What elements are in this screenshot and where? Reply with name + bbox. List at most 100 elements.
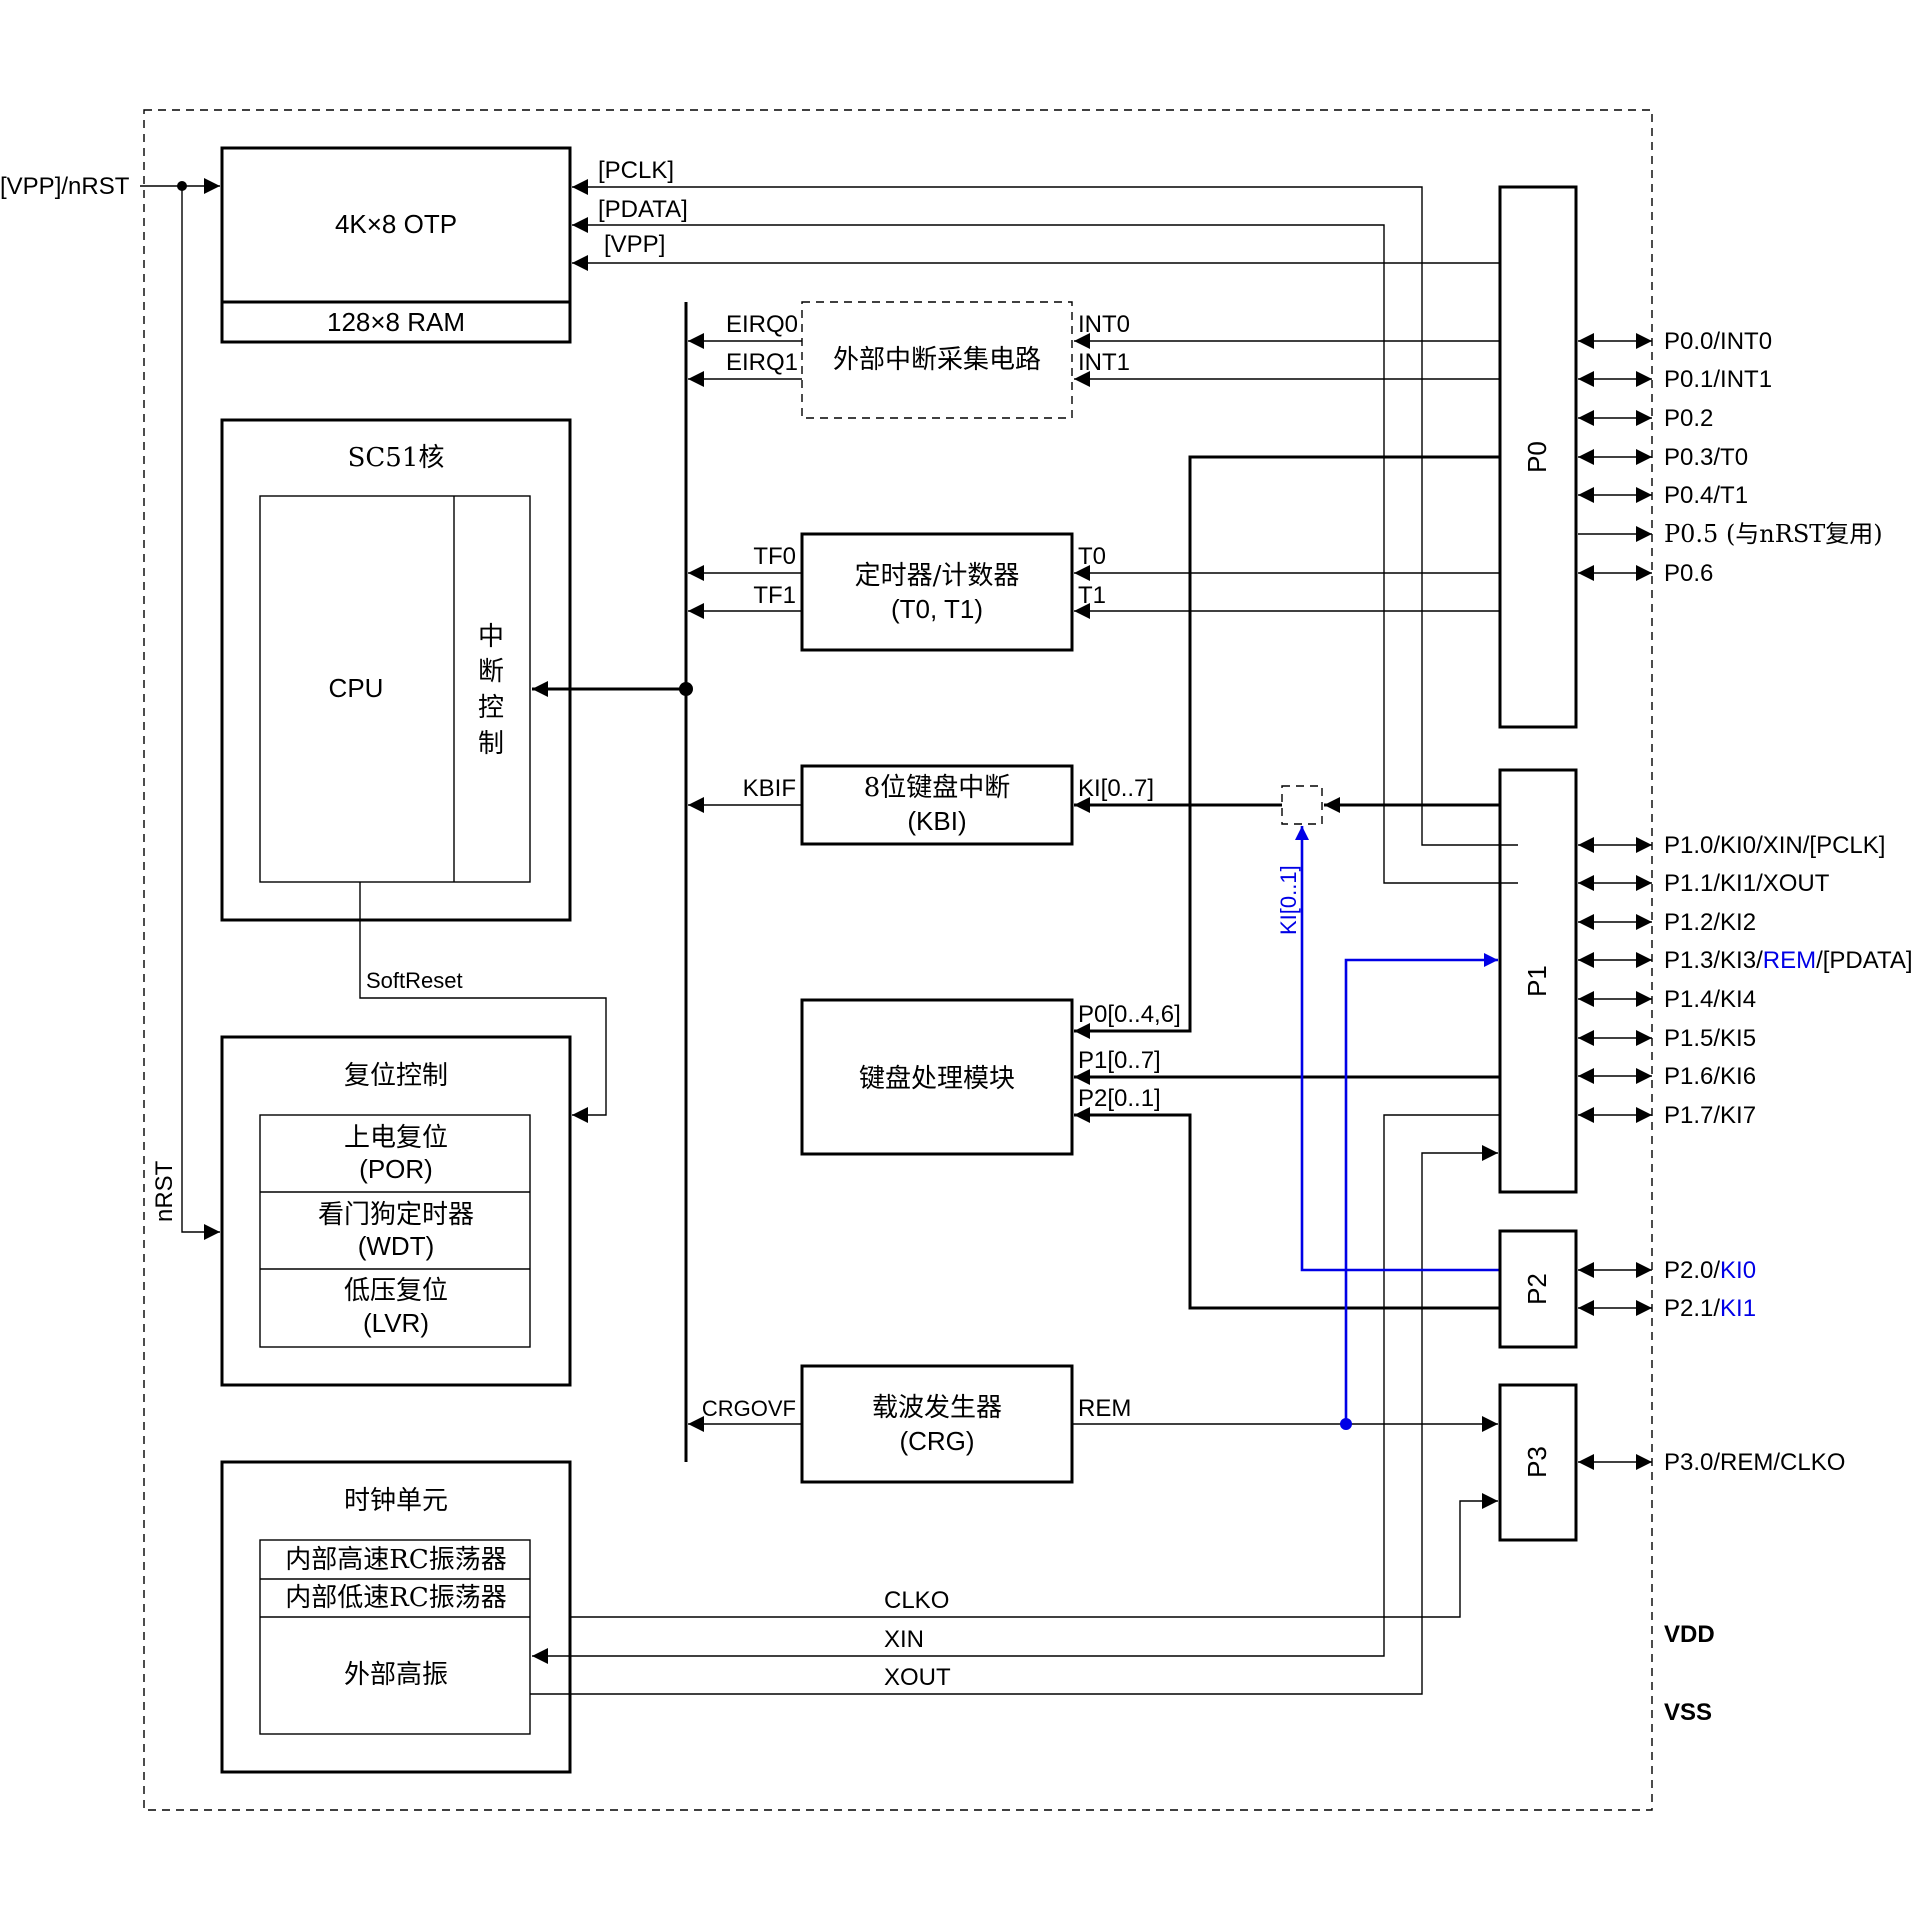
pin-p20: P2.0/KI0 xyxy=(1664,1257,1756,1284)
softreset-label: SoftReset xyxy=(366,968,463,993)
pin-p05: P0.5 (与nRST复用) xyxy=(1664,520,1883,548)
pdata-label: [PDATA] xyxy=(598,196,688,223)
port-p0: P0 xyxy=(1498,185,1578,729)
pin-p06: P0.6 xyxy=(1664,560,1713,587)
core-title: SC51核 xyxy=(348,443,445,473)
nrst-label: nRST xyxy=(151,1160,178,1222)
kbd-title: 键盘处理模块 xyxy=(859,1064,1015,1094)
port-p3: P3 xyxy=(1498,1383,1578,1542)
ext-int-block: 外部中断采集电路 xyxy=(801,301,1073,419)
crg-title: 载波发生器 xyxy=(872,1393,1002,1423)
ext-int-title: 外部中断采集电路 xyxy=(833,345,1041,375)
tf0-label: TF0 xyxy=(753,543,796,570)
pin-p04: P0.4/T1 xyxy=(1664,482,1748,509)
int0-label: INT0 xyxy=(1078,311,1130,338)
bus-junction-dot xyxy=(679,682,693,696)
t1-label: T1 xyxy=(1078,582,1106,609)
pin-p13: P1.3/KI3/REM/[PDATA] xyxy=(1664,947,1913,974)
kbd-p0-label: P0[0..4,6] xyxy=(1078,1001,1181,1028)
ext-osc-label: 外部高振 xyxy=(344,1660,448,1690)
kbif-label: KBIF xyxy=(743,775,796,802)
p2-p3-pins: P2.0/KI0 P2.1/KI1 P3.0/REM/CLKO xyxy=(1578,1257,1845,1476)
ki-mux xyxy=(1281,785,1323,825)
reset-title: 复位控制 xyxy=(344,1061,448,1091)
lvr-abbr: (LVR) xyxy=(363,1308,429,1338)
xin-label: XIN xyxy=(884,1626,924,1653)
vpp-nrst-input-label: [VPP]/nRST xyxy=(0,173,130,200)
nrst-line xyxy=(181,186,220,1240)
vdd-label: VDD xyxy=(1664,1621,1715,1648)
kbi-title: 8位键盘中断 xyxy=(864,773,1011,803)
vss-label: VSS xyxy=(1664,1699,1712,1726)
wdt-abbr: (WDT) xyxy=(358,1231,435,1261)
ki01-line xyxy=(1295,826,1500,1272)
pin-p16: P1.6/KI6 xyxy=(1664,1063,1756,1090)
cpu-label: CPU xyxy=(329,673,384,703)
pin-p14: P1.4/KI4 xyxy=(1664,986,1756,1013)
crg-sub: (CRG) xyxy=(899,1426,974,1456)
kbd-p1-label: P1[0..7] xyxy=(1078,1047,1161,1074)
vpp-label: [VPP] xyxy=(604,231,665,258)
pin-p10: P1.0/KI0/XIN/[PCLK] xyxy=(1664,832,1885,859)
pin-p03: P0.3/T0 xyxy=(1664,444,1748,471)
pin-p02: P0.2 xyxy=(1664,405,1713,432)
xout-label: XOUT xyxy=(884,1664,951,1691)
crgovf-label: CRGOVF xyxy=(702,1396,796,1421)
clock-title: 时钟单元 xyxy=(344,1486,448,1516)
pclk-line xyxy=(572,179,1518,846)
kbd-p2-label: P2[0..1] xyxy=(1078,1085,1161,1112)
port-p3-label: P3 xyxy=(1522,1446,1552,1478)
int-ctrl-char-1: 中 xyxy=(478,622,504,652)
tf1-label: TF1 xyxy=(753,582,796,609)
rem-label: REM xyxy=(1078,1395,1131,1422)
wdt-name: 看门狗定时器 xyxy=(318,1200,474,1230)
int-ctrl-char-3: 控 xyxy=(478,693,504,723)
reset-control-block: 复位控制 上电复位 (POR) 看门狗定时器 (WDT) 低压复位 (LVR) xyxy=(220,1035,572,1387)
softreset-line xyxy=(359,882,607,1123)
pin-p11: P1.1/KI1/XOUT xyxy=(1664,870,1830,897)
pin-p00: P0.0/INT0 xyxy=(1664,328,1772,355)
ls-rc-label: 内部低速RC振荡器 xyxy=(285,1583,506,1613)
pin-p17: P1.7/KI7 xyxy=(1664,1102,1756,1129)
otp-block: 4K×8 OTP 128×8 RAM xyxy=(220,146,572,344)
por-name: 上电复位 xyxy=(344,1123,448,1153)
xin-line xyxy=(532,1114,1500,1664)
otp-title: 4K×8 OTP xyxy=(335,209,457,239)
kbi-sub: (KBI) xyxy=(907,806,966,836)
pin-p15: P1.5/KI5 xyxy=(1664,1025,1756,1052)
timer-sub: (T0, T1) xyxy=(891,594,983,624)
timer-block: 定时器/计数器 (T0, T1) xyxy=(800,532,1074,652)
pin-p12: P1.2/KI2 xyxy=(1664,909,1756,936)
clko-line xyxy=(570,1493,1498,1618)
pin-p30: P3.0/REM/CLKO xyxy=(1664,1449,1845,1476)
timer-title: 定时器/计数器 xyxy=(855,561,1020,591)
port-p1: P1 xyxy=(1498,768,1578,1194)
por-abbr: (POR) xyxy=(359,1154,433,1184)
ram-label: 128×8 RAM xyxy=(327,307,465,337)
int-ctrl-char-4: 制 xyxy=(478,729,504,759)
eirq0-label: EIRQ0 xyxy=(726,311,798,338)
clock-unit-block: 时钟单元 内部高速RC振荡器 内部低速RC振荡器 外部高振 xyxy=(220,1460,572,1774)
port-p1-label: P1 xyxy=(1522,965,1552,997)
crg-block: 载波发生器 (CRG) xyxy=(800,1364,1074,1484)
t0-label: T0 xyxy=(1078,543,1106,570)
lvr-name: 低压复位 xyxy=(344,1276,448,1306)
kbi-block: 8位键盘中断 (KBI) xyxy=(800,764,1074,846)
port-p2-label: P2 xyxy=(1522,1273,1552,1305)
p0-pins: P0.0/INT0 P0.1/INT1 P0.2 P0.3/T0 P0.4/T1… xyxy=(1578,328,1883,587)
pin-p01: P0.1/INT1 xyxy=(1664,366,1772,393)
int1-label: INT1 xyxy=(1078,349,1130,376)
pclk-label: [PCLK] xyxy=(598,157,674,184)
sc51-core-block: SC51核 CPU 中 断 控 制 xyxy=(220,418,572,922)
rem-junction-dot xyxy=(1340,1418,1352,1430)
int-ctrl-char-2: 断 xyxy=(478,657,504,687)
port-p0-label: P0 xyxy=(1522,441,1552,473)
keyboard-processing-block: 键盘处理模块 xyxy=(800,998,1074,1156)
pin-p21: P2.1/KI1 xyxy=(1664,1295,1756,1322)
ki-label: KI[0..7] xyxy=(1078,775,1154,802)
p1-pins: P1.0/KI0/XIN/[PCLK] P1.1/KI1/XOUT P1.2/K… xyxy=(1578,832,1913,1129)
p0-bus-line xyxy=(1074,455,1500,1039)
clko-label: CLKO xyxy=(884,1587,949,1614)
